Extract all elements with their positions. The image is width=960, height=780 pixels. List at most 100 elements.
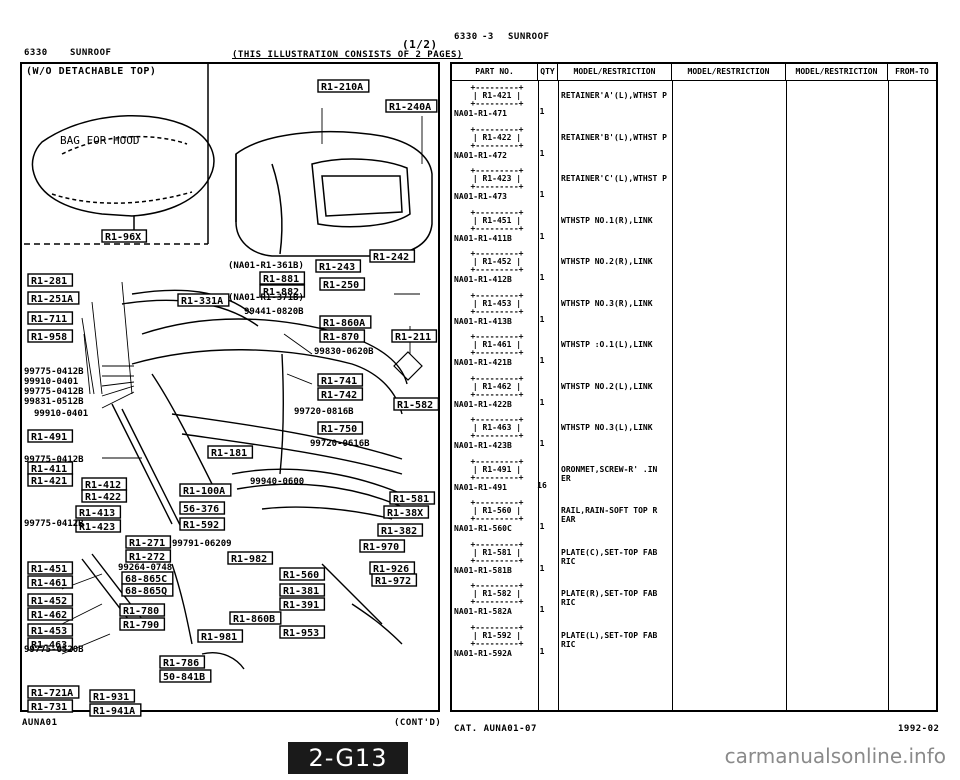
part-number: NA01-R1-421B (454, 358, 512, 367)
ref-box-frame (177, 293, 230, 307)
illustration-panel: (W/O DETACHABLE TOP) BAG FOR HOOD (20, 62, 440, 717)
ref-box-frame (27, 311, 74, 325)
left-footer-continued: (CONT'D) (394, 718, 442, 728)
part-number: NA01-R1-582A (454, 607, 512, 616)
qty-cell: 1 (539, 314, 545, 324)
ref-box-frame (393, 397, 440, 411)
table-row: +---------+| R1-452 |+---------+NA01-R1-… (452, 250, 940, 291)
ref-box-label: R1-331A (181, 296, 223, 307)
ref-box-frame (27, 329, 74, 343)
part-number-label: (NA01-R1-371B) (228, 293, 304, 303)
qty-cell: 1 (539, 563, 545, 573)
part-number-label: 99831-0512B (24, 397, 84, 407)
ref-box-label: R1-100A (183, 486, 225, 497)
ref-box-label: R1-931 (93, 692, 129, 703)
table-row: +---------+| R1-451 |+---------+NA01-R1-… (452, 208, 940, 250)
col-header-part-no: PART NO. (452, 64, 538, 80)
ref-border: +---------+ (470, 83, 524, 92)
ref-box-frame (319, 277, 366, 291)
ref-box-frame (385, 99, 438, 113)
ref-box-frame (89, 689, 136, 703)
ref-box-label: R1-211 (395, 332, 431, 343)
ref-box-frame (125, 549, 172, 563)
ref-box-label: R1-926 (373, 564, 409, 575)
table-row: +---------+| R1-461 |+---------+NA01-R1-… (452, 333, 940, 374)
part-number-cell: +---------+| R1-592 |+---------+NA01-R1-… (454, 623, 540, 658)
ref-box-label: R1-181 (211, 448, 247, 459)
soft-top-drawing (235, 130, 433, 257)
ref-code: | R1-421 | (472, 91, 522, 100)
ref-code: | R1-423 | (472, 174, 522, 183)
part-number-label: 99775-0412B (24, 387, 84, 397)
description-cell: WTHSTP :O.1(L),LINK (561, 340, 653, 349)
ref-box-label: R1-422 (85, 492, 121, 503)
ref-box-label: R1-251A (31, 294, 73, 305)
ref-border: +---------+ (470, 498, 524, 507)
part-number: NA01-R1-560C (454, 524, 512, 533)
part-number-label: 99441-0820B (244, 307, 304, 317)
part-number-label: 99720-0816B (294, 407, 354, 417)
part-number-cell: +---------+| R1-453 |+---------+NA01-R1-… (454, 291, 540, 326)
qty-cell: 1 (539, 107, 545, 116)
part-number-label: 99264-0748 (118, 563, 172, 573)
ref-box-frame (179, 517, 226, 531)
ref-border: +---------+ (470, 249, 524, 258)
right-section-sub: -3 (482, 32, 494, 42)
catalog-code: CAT. AUNA01-07 (454, 724, 537, 734)
ref-box-label: R1-741 (321, 376, 357, 387)
ref-code: | R1-461 | (472, 340, 522, 349)
qty-cell: 1 (539, 605, 545, 614)
ref-border: +---------+ (470, 514, 524, 523)
ref-border: +---------+ (470, 140, 524, 150)
table-row: +---------+| R1-582 |+---------+NA01-R1-… (452, 582, 940, 623)
ref-box-label: R1-382 (381, 526, 417, 537)
top-frame-drawing (81, 289, 408, 670)
part-number-cell: +---------+| R1-461 |+---------+NA01-R1-… (454, 333, 540, 367)
table-row: +---------+| R1-453 |+---------+NA01-R1-… (452, 291, 940, 333)
table-row: +---------+| R1-421 |+---------+NA01-R1-… (452, 84, 940, 125)
ref-box-frame (369, 249, 416, 263)
part-number-label: 99910-0401 (34, 409, 88, 419)
ref-box-label: R1-452 (31, 596, 67, 607)
ref-code: | R1-582 | (472, 589, 522, 598)
ref-box-frame (317, 79, 370, 93)
ref-box-label: 68-865Q (125, 586, 167, 597)
ref-box-label: R1-790 (123, 620, 159, 631)
left-footer-code: AUNA01 (22, 718, 58, 728)
part-number: NA01-R1-473 (454, 192, 507, 201)
description-cell: PLATE(C),SET-TOP FAB RIC (561, 547, 658, 566)
part-number-cell: +---------+| R1-560 |+---------+NA01-R1-… (454, 499, 540, 533)
ref-box-label: R1-970 (363, 542, 399, 553)
ref-box-frame (27, 575, 74, 589)
illustration-subtitle: (W/O DETACHABLE TOP) (26, 66, 157, 77)
ref-border: +---------+ (470, 597, 524, 606)
ref-box-label: R1-582 (397, 400, 433, 411)
ref-box-label: R1-982 (231, 554, 267, 565)
ref-code: | R1-422 | (472, 132, 522, 142)
part-number-cell: +---------+| R1-422 |+---------+NA01-R1-… (454, 125, 540, 160)
ref-box-frame (125, 535, 172, 549)
ref-box-label: R1-271 (129, 538, 165, 549)
ref-box-label: R1-981 (201, 632, 237, 643)
ref-box-frame (197, 629, 244, 643)
description-cell: WTHSTP NO.1(R),LINK (561, 215, 653, 225)
table-row: +---------+| R1-463 |+---------+NA01-R1-… (452, 416, 940, 457)
ref-box-label: R1-742 (321, 390, 357, 401)
ref-code: | R1-453 | (472, 298, 522, 308)
ref-box-frame (179, 501, 226, 515)
col-divider (558, 80, 559, 710)
ref-box-frame (27, 607, 74, 621)
col-divider (888, 80, 889, 710)
ref-code: | R1-463 | (472, 423, 522, 432)
ref-border: +---------+ (470, 348, 524, 357)
part-number: NA01-R1-581B (454, 565, 512, 575)
left-section-title: SUNROOF (70, 48, 112, 58)
ref-border: +---------+ (470, 389, 524, 399)
part-number: NA01-R1-491 (454, 482, 507, 492)
col-header-model-1: MODEL/RESTRICTION (558, 64, 672, 80)
ref-box-label: R1-461 (31, 578, 67, 589)
ref-box-label: R1-381 (283, 586, 319, 597)
ref-box-label: 50-841B (163, 672, 205, 683)
ref-code: | R1-452 | (472, 257, 522, 266)
page-number-badge: 2-G13 (288, 742, 408, 774)
